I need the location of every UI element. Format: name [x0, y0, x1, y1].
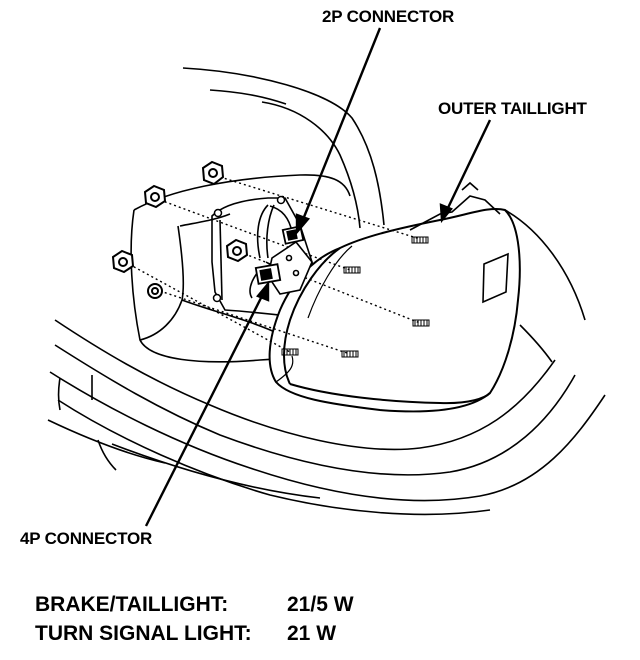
- hex-nuts: [113, 162, 247, 298]
- spec-label: BRAKE/TAILLIGHT:: [35, 593, 229, 616]
- 4p-connector-label: 4P CONNECTOR: [20, 529, 153, 548]
- hex-nut: [113, 251, 133, 272]
- bolt: [413, 320, 429, 326]
- washer: [148, 284, 162, 298]
- hex-nut: [227, 240, 247, 261]
- rear-bumper: [48, 320, 605, 514]
- spec-row-turn-signal: TURN SIGNAL LIGHT: 21 W: [35, 622, 336, 646]
- hex-nut: [145, 186, 165, 207]
- hex-nut: [203, 162, 223, 184]
- trunk-lid-outline: [183, 68, 384, 228]
- outer-taillight-label: OUTER TAILLIGHT: [438, 99, 587, 118]
- alignment-lines: [125, 177, 420, 354]
- bolt: [412, 237, 428, 243]
- quarter-panel: [505, 210, 585, 362]
- spec-value: 21 W: [287, 622, 337, 645]
- spec-label: TURN SIGNAL LIGHT:: [35, 622, 252, 645]
- taillight-bolts: [282, 237, 429, 357]
- 4p-connector-body: [256, 264, 280, 284]
- outer-taillight-lens: [270, 183, 520, 411]
- spec-row-brake-taillight: BRAKE/TAILLIGHT: 21/5 W: [35, 593, 354, 617]
- leader-lines: [146, 28, 490, 526]
- spec-value: 21/5 W: [287, 593, 354, 616]
- 2p-connector-label: 2P CONNECTOR: [322, 7, 455, 26]
- bolt: [344, 267, 360, 273]
- bolt: [282, 349, 298, 355]
